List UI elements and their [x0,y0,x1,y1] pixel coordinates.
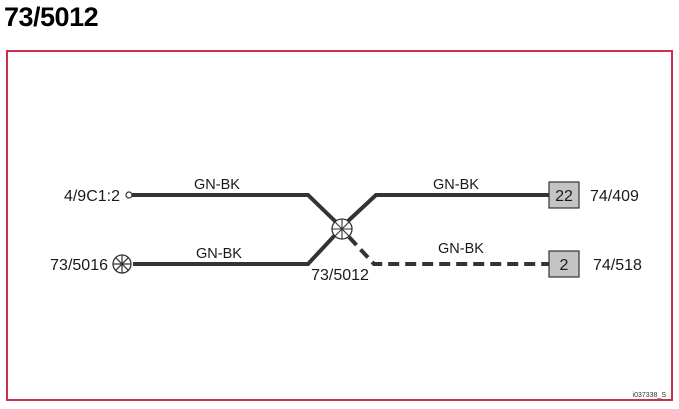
connector-label-right-bottom: 74/518 [593,257,642,274]
connector-label-left-bottom: 73/5016 [50,257,108,274]
wire-label-right-top: GN-BK [433,177,479,193]
wire-label-right-bottom: GN-BK [438,241,484,257]
wire-label-left-bottom: GN-BK [196,246,242,262]
wire-left-bottom [133,232,338,266]
pin-box-bottom [548,250,580,278]
splice-icon [331,218,353,240]
wire-right-top [345,193,549,224]
pin-number-top: 22 [555,188,573,205]
wire-label-left-top: GN-BK [194,177,240,193]
page-title: 73/5012 [4,2,99,32]
terminal-icon [125,191,133,199]
diagram-frame [6,50,673,401]
ground-connector-icon [112,254,132,274]
pin-box-top [548,181,580,209]
connector-label-right-top: 74/409 [590,188,639,205]
image-code: i037338_S [633,392,667,399]
connector-label-left-top: 4/9C1:2 [64,188,120,205]
pin-number-bottom: 2 [560,257,569,274]
splice-label: 73/5012 [311,267,369,284]
wire-left-top [132,193,341,227]
wire-right-bottom [347,235,549,266]
